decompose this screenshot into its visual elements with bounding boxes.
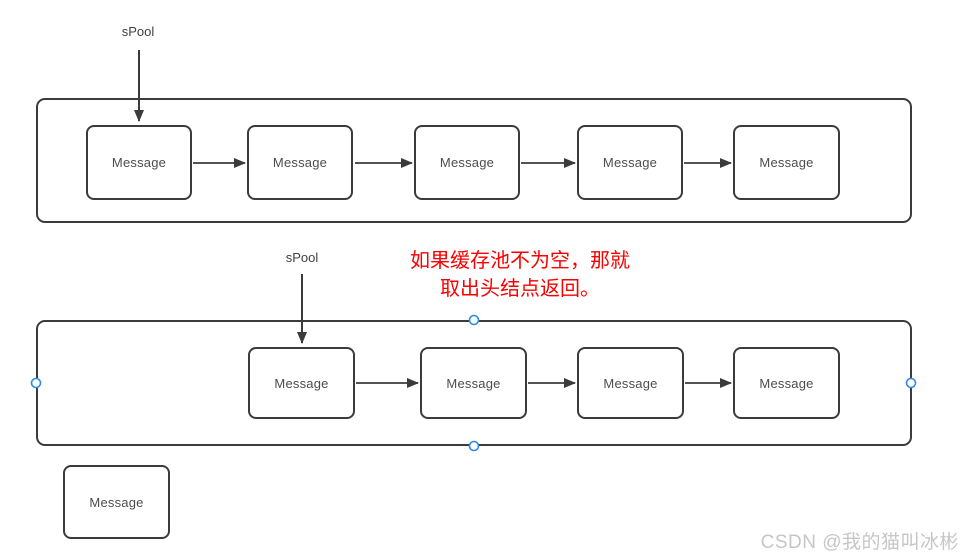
message-node-label: Message [111, 155, 167, 170]
message-node-label: Message [274, 375, 329, 391]
message-node-label: Message [759, 375, 814, 391]
message-node[interactable]: Message [247, 125, 353, 200]
spool-pointer-label-bottom: sPool [285, 250, 319, 265]
annotation-line-2: 取出头结点返回。 [440, 278, 600, 300]
message-node[interactable]: Message [733, 347, 840, 419]
message-node[interactable]: Message [414, 125, 520, 200]
message-node[interactable]: Message [577, 125, 683, 200]
message-node-label: Message [272, 155, 328, 170]
message-node-label: Message [759, 155, 814, 170]
annotation-text: 如果缓存池不为空，那就 取出头结点返回。 [378, 247, 662, 303]
spool-pointer-label-top: sPool [121, 24, 155, 39]
message-node[interactable]: Message [86, 125, 192, 200]
message-node[interactable]: Message [420, 347, 527, 419]
message-node-label: Message [602, 155, 658, 170]
message-node[interactable]: Message [733, 125, 840, 200]
message-node-label: Message [603, 375, 658, 391]
message-node-label: Message [446, 375, 501, 391]
message-node[interactable]: Message [248, 347, 355, 419]
message-node-label: Message [439, 155, 495, 170]
annotation-line-1: 如果缓存池不为空，那就 [410, 250, 630, 272]
message-node[interactable]: Message [577, 347, 684, 419]
watermark-text: CSDN @我的猫叫冰彬 [760, 532, 959, 553]
message-node-standalone[interactable]: Message [63, 465, 170, 539]
message-node-label: Message [89, 494, 144, 510]
